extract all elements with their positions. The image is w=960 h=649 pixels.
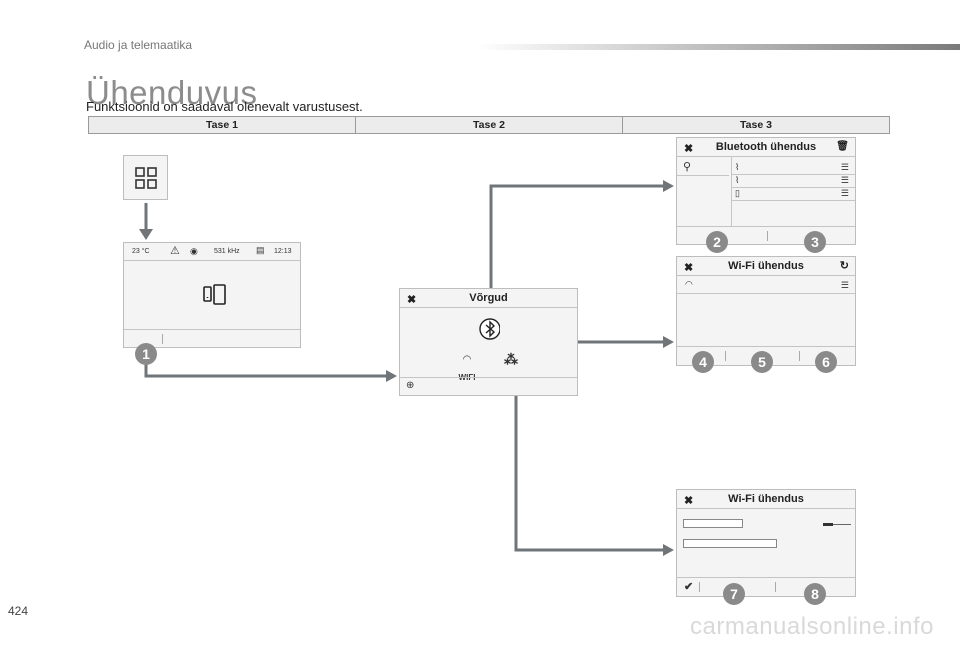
- device-settings-icon[interactable]: ☰: [840, 162, 849, 172]
- phone-icon[interactable]: ▯: [735, 188, 740, 198]
- wifi-title-1: Wi-Fi ühendus: [728, 260, 804, 272]
- wifi-icon: ◠: [462, 354, 472, 365]
- device-icon[interactable]: ⌇: [735, 175, 740, 185]
- close-icon[interactable]: ✖: [407, 294, 417, 306]
- connectivity-icon: [203, 284, 226, 305]
- bluetooth-title: Bluetooth ühendus: [715, 141, 817, 153]
- networks-footer: ⊕: [400, 377, 577, 395]
- radio-icon: ◉: [190, 246, 198, 256]
- page-number: 424: [8, 604, 29, 618]
- clock: 12:13: [274, 248, 292, 255]
- globe-icon[interactable]: ⊕: [406, 380, 415, 391]
- radio-frequency: 531 kHz: [214, 248, 240, 255]
- level-3: Tase 3: [740, 119, 772, 131]
- bluetooth-footer: [677, 226, 855, 244]
- main-screen-footer: [124, 329, 300, 347]
- networks-panel: ✖ Võrgud ◠ WIFI ⁂ ⊕: [399, 288, 578, 396]
- close-icon[interactable]: ✖: [684, 143, 694, 155]
- password-visibility-slider[interactable]: [823, 524, 851, 525]
- main-screen: 23 °C ⚠ ◉ 531 kHz ▤ 12:13: [123, 242, 301, 348]
- badge-3: 3: [804, 231, 826, 253]
- bluetooth-icon[interactable]: [478, 317, 500, 341]
- networks-header: ✖ Võrgud: [400, 289, 577, 308]
- confirm-icon[interactable]: ✔: [684, 581, 694, 593]
- wifi-footer-2: ✔: [677, 577, 855, 596]
- wifi-icon[interactable]: ◠: [685, 279, 693, 289]
- wifi-header-1: ✖ Wi-Fi ühendus ↻: [677, 257, 855, 276]
- badge-8: 8: [804, 583, 826, 605]
- hotspot-icon[interactable]: ⁂: [504, 351, 518, 367]
- status-bar: 23 °C ⚠ ◉ 531 kHz ▤ 12:13: [124, 243, 300, 261]
- badge-5: 5: [751, 351, 773, 373]
- levels-bar: Tase 1 Tase 2 Tase 3: [88, 116, 890, 134]
- trash-icon[interactable]: 🗑: [836, 141, 849, 152]
- level-1: Tase 1: [89, 117, 356, 133]
- bluetooth-panel: ✖ Bluetooth ühendus 🗑 ⚲ ⌇ ⌇ ▯ ☰ ☰ ☰: [676, 137, 856, 245]
- header-rule: [475, 44, 960, 50]
- badge-1: 1: [135, 343, 157, 365]
- apps-grid-icon: [135, 167, 157, 189]
- networks-title: Võrgud: [469, 292, 508, 304]
- close-icon[interactable]: ✖: [684, 262, 694, 274]
- badge-7: 7: [723, 583, 745, 605]
- badge-4: 4: [692, 351, 714, 373]
- password-field[interactable]: [683, 539, 777, 548]
- level-2: Tase 2: [356, 117, 623, 133]
- phone-icon: ▤: [256, 245, 265, 255]
- wifi-footer-1: [677, 346, 855, 365]
- refresh-icon[interactable]: ↻: [839, 260, 849, 272]
- close-icon[interactable]: ✖: [684, 495, 694, 507]
- wifi-header-2: ✖ Wi-Fi ühendus: [677, 490, 855, 509]
- warning-icon: ⚠: [170, 245, 180, 257]
- device-settings-icon[interactable]: ☰: [840, 188, 849, 198]
- home-tile[interactable]: [123, 155, 168, 200]
- badge-2: 2: [706, 231, 728, 253]
- badge-6: 6: [815, 351, 837, 373]
- wifi-title-2: Wi-Fi ühendus: [728, 493, 804, 505]
- page-title: Ühenduvus: [86, 74, 258, 111]
- device-icon[interactable]: ⌇: [735, 162, 740, 172]
- page-subtitle: Funktsioonid on saadaval olenevalt varus…: [86, 99, 363, 114]
- temperature: 23 °C: [132, 248, 150, 255]
- wifi-panel-2: ✖ Wi-Fi ühendus ✔: [676, 489, 856, 597]
- wifi-panel-1: ✖ Wi-Fi ühendus ↻ ◠ ☰: [676, 256, 856, 366]
- search-icon[interactable]: ⚲: [683, 161, 692, 173]
- section-label: Audio ja telemaatika: [84, 38, 193, 52]
- watermark: carmanualsonline.info: [690, 613, 934, 640]
- bluetooth-header: ✖ Bluetooth ühendus 🗑: [677, 138, 855, 157]
- network-settings-icon[interactable]: ☰: [840, 280, 849, 290]
- network-name-field[interactable]: [683, 519, 743, 528]
- device-settings-icon[interactable]: ☰: [840, 175, 849, 185]
